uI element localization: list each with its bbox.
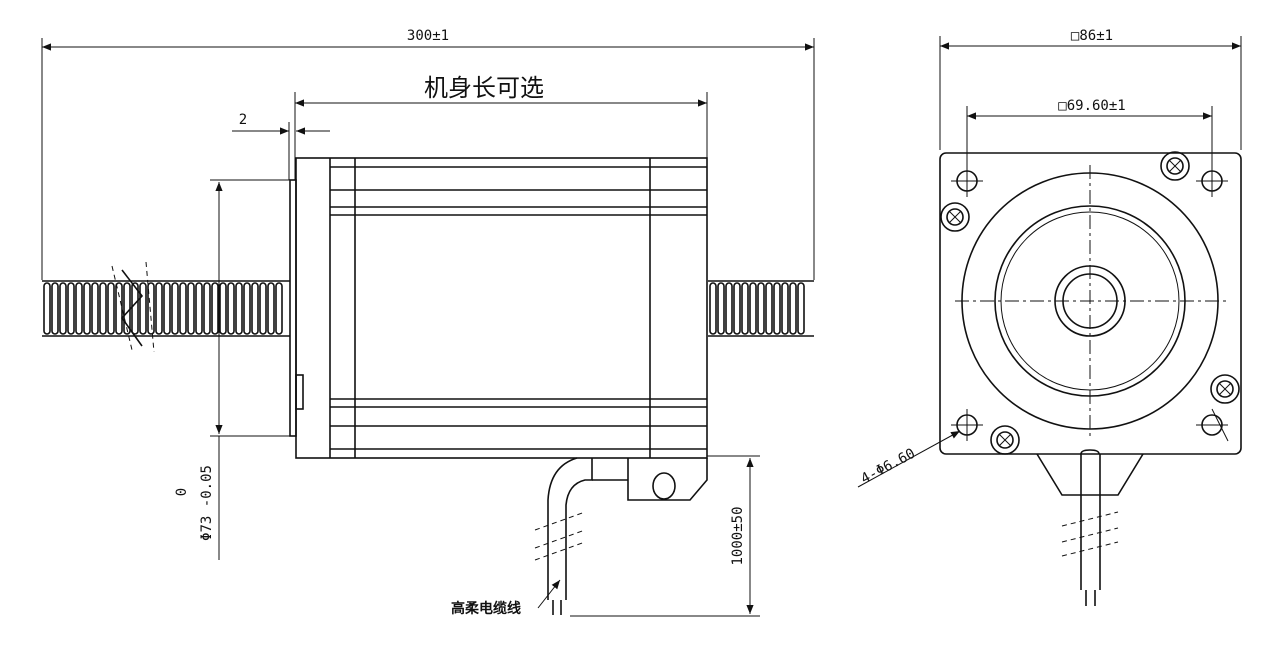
screw-thread <box>749 282 757 335</box>
screw-thread <box>741 282 749 335</box>
screw-thread <box>227 282 235 335</box>
screw-thread <box>139 282 147 335</box>
screw-thread <box>211 282 219 335</box>
flange-tab <box>295 374 304 410</box>
cable-callout: 高柔电缆线 <box>451 579 561 617</box>
pilot-diameter-dimension: 0 Φ73 -0.05 <box>174 179 290 560</box>
screw-thread <box>709 282 717 335</box>
screw-thread <box>83 282 91 335</box>
screw-thread <box>717 282 725 335</box>
cable-label: 高柔电缆线 <box>451 600 521 617</box>
body-length-label: 机身长可选 <box>424 74 544 102</box>
screw-thread <box>163 282 171 335</box>
square-size-dimension: □86±1 <box>939 28 1242 150</box>
screw-thread <box>115 282 123 335</box>
square-size-text: □86±1 <box>1071 28 1113 44</box>
hole-spacing-text: □69.60±1 <box>1058 98 1125 114</box>
front-view: □86±1 □69.60±1 <box>857 28 1242 606</box>
hole-callout: 4-Φ6.60 <box>857 430 961 488</box>
screw-thread <box>203 282 211 335</box>
side-view: 300±1 机身长可选 2 0 Φ73 -0.05 <box>41 28 815 617</box>
screw-thread <box>59 282 67 335</box>
screw-thread <box>147 282 155 335</box>
mounting-hole <box>1196 165 1228 197</box>
pilot-diameter-tolerance: 0 <box>174 488 190 496</box>
screw-thread <box>267 282 275 335</box>
screw-thread <box>251 282 259 335</box>
body-length-dimension: 机身长可选 <box>294 74 708 180</box>
lead-screw-right <box>708 280 814 337</box>
screw-thread <box>789 282 797 335</box>
motor-body <box>295 157 708 459</box>
screw-thread <box>765 282 773 335</box>
pilot-diameter-text: Φ73 -0.05 <box>199 465 215 541</box>
screw-thread <box>91 282 99 335</box>
front-flange <box>289 179 297 437</box>
screw <box>1160 151 1190 181</box>
screw-thread <box>179 282 187 335</box>
hole-callout-text: 4-Φ6.60 <box>858 446 918 488</box>
front-cable-outlet <box>1036 449 1144 606</box>
screws <box>940 151 1240 455</box>
screw <box>1210 374 1240 404</box>
overall-length-dimension: 300±1 <box>41 28 815 280</box>
screw-thread <box>797 282 805 335</box>
overall-length-text: 300±1 <box>407 28 449 44</box>
motor-face-square <box>939 152 1242 455</box>
screw-thread <box>75 282 83 335</box>
screw-thread <box>235 282 243 335</box>
screw-thread <box>195 282 203 335</box>
mounting-hole <box>951 409 983 441</box>
cable-length-text: 1000±50 <box>730 506 746 565</box>
lead-screw-left <box>42 261 290 353</box>
screw-thread <box>171 282 179 335</box>
mounting-hole <box>1196 408 1229 442</box>
flange-gap-text: 2 <box>239 112 247 128</box>
screw-thread <box>43 282 51 335</box>
screw-thread <box>219 282 227 335</box>
cable-length-dimension: 1000±50 <box>570 455 760 617</box>
screw-thread <box>155 282 163 335</box>
screw <box>940 202 970 232</box>
screw-thread <box>107 282 115 335</box>
screw-thread <box>733 282 741 335</box>
cable-outlet <box>534 457 708 615</box>
screw-thread <box>781 282 789 335</box>
screw-thread <box>67 282 75 335</box>
screw-thread <box>131 282 139 335</box>
screw-thread <box>773 282 781 335</box>
screw-thread <box>243 282 251 335</box>
mounting-hole <box>951 165 983 197</box>
screw <box>990 425 1020 455</box>
screw-thread <box>757 282 765 335</box>
screw-thread <box>275 282 283 335</box>
flange-gap-dimension: 2 <box>232 112 330 180</box>
mounting-holes <box>951 165 1229 442</box>
screw-thread <box>187 282 195 335</box>
screw-thread <box>99 282 107 335</box>
screw-thread <box>259 282 267 335</box>
screw-break-symbol <box>120 269 144 347</box>
screw-thread <box>51 282 59 335</box>
screw-thread <box>725 282 733 335</box>
